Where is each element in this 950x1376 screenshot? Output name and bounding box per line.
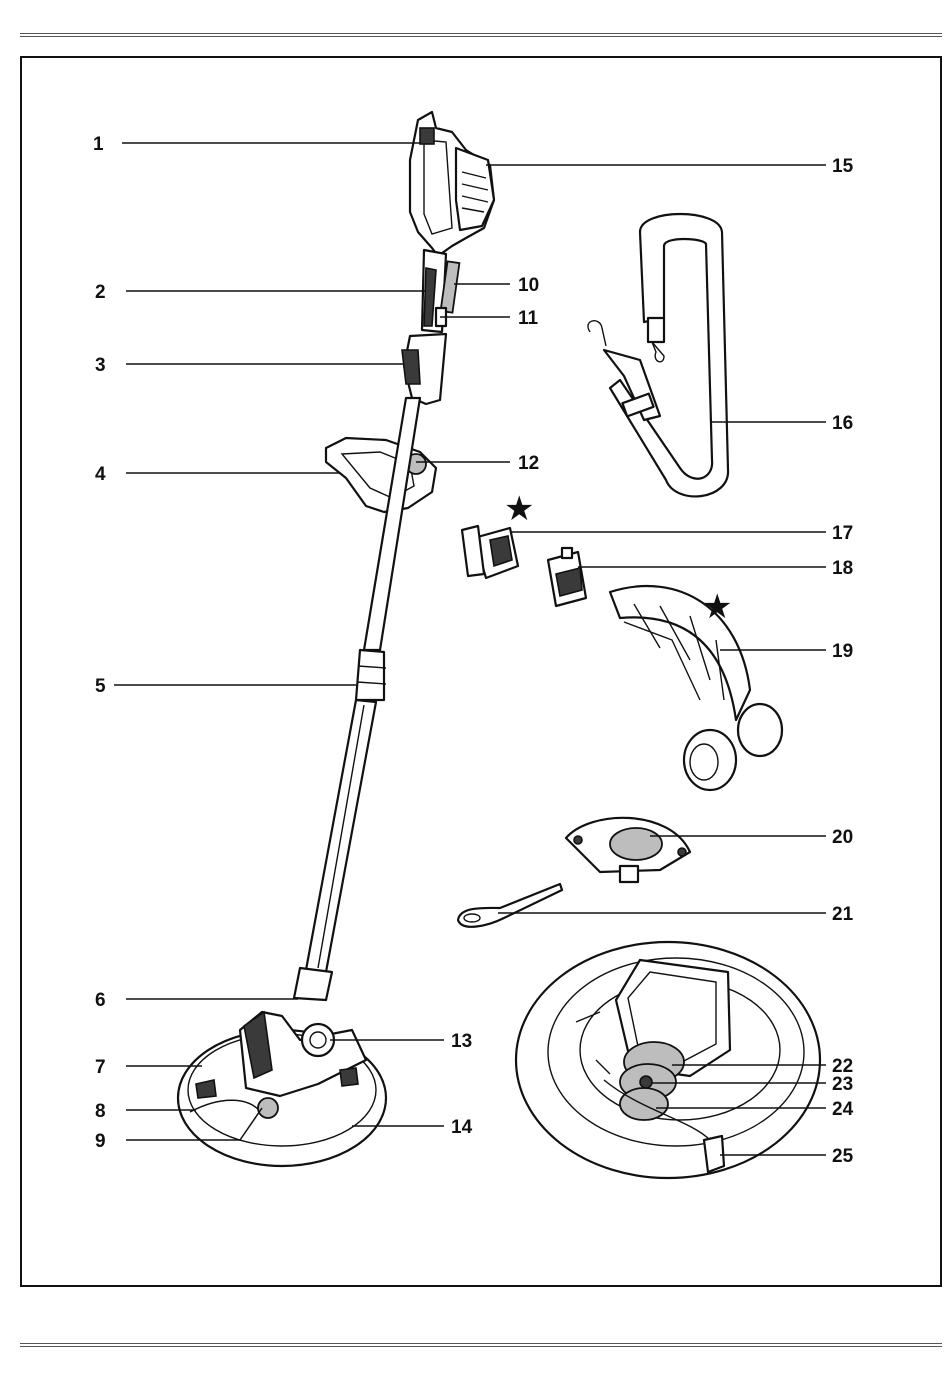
callout-1: 1 bbox=[93, 134, 104, 155]
star-marker-19: ★ bbox=[702, 587, 732, 627]
cover-plate bbox=[566, 818, 690, 882]
callout-23: 23 bbox=[832, 1074, 853, 1095]
callout-2: 2 bbox=[95, 282, 106, 303]
callout-20: 20 bbox=[832, 827, 853, 848]
callout-4: 4 bbox=[95, 464, 106, 485]
cover-tab bbox=[704, 1136, 724, 1172]
spool-cover bbox=[620, 1088, 668, 1120]
shoulder-strap bbox=[588, 214, 728, 496]
cover-plate-center bbox=[610, 828, 662, 860]
strap-hook-right bbox=[652, 342, 664, 362]
callout-6: 6 bbox=[95, 990, 106, 1011]
spacer-left bbox=[196, 1080, 216, 1098]
strap-buckle bbox=[648, 318, 664, 342]
retainer-center bbox=[640, 1076, 652, 1088]
star-marker-17: ★ bbox=[504, 489, 534, 529]
callout-15: 15 bbox=[832, 156, 854, 177]
callout-14: 14 bbox=[451, 1117, 473, 1138]
trimmer-assembly bbox=[178, 112, 494, 1166]
callout-10: 10 bbox=[518, 275, 539, 296]
callout-25: 25 bbox=[832, 1146, 854, 1167]
callout-24: 24 bbox=[832, 1099, 854, 1120]
callout-13: 13 bbox=[451, 1031, 472, 1052]
cover-plate-tab bbox=[620, 866, 638, 882]
callout-18: 18 bbox=[832, 558, 853, 579]
guard-bracket-accessory bbox=[548, 548, 586, 606]
head-joint bbox=[294, 968, 332, 1000]
callout-3: 3 bbox=[95, 355, 106, 376]
cover-plate-hole-right bbox=[678, 848, 686, 856]
spool-head-detail bbox=[516, 942, 820, 1178]
shaft-highlight bbox=[318, 705, 364, 968]
trigger-switch bbox=[420, 128, 434, 144]
clip-face bbox=[490, 536, 512, 566]
line-tool bbox=[458, 884, 562, 927]
pivot-knob bbox=[302, 1024, 334, 1056]
edging-wheel-accessory bbox=[610, 586, 782, 790]
callout-7: 7 bbox=[95, 1057, 106, 1078]
strap-loop bbox=[610, 214, 728, 496]
callout-12: 12 bbox=[518, 453, 539, 474]
callout-21: 21 bbox=[832, 904, 854, 925]
clip-tab bbox=[462, 526, 484, 576]
callout-8: 8 bbox=[95, 1101, 106, 1122]
wheel-front bbox=[684, 730, 736, 790]
spool-cap bbox=[258, 1098, 278, 1118]
strap-hook-left bbox=[588, 321, 606, 346]
wheel-rear bbox=[738, 704, 782, 756]
spacer-right bbox=[340, 1068, 358, 1086]
bracket-tab bbox=[562, 548, 572, 558]
length-collar bbox=[356, 650, 384, 700]
clamp-lever bbox=[402, 350, 420, 384]
callout-11: 11 bbox=[518, 308, 539, 329]
callout-16: 16 bbox=[832, 413, 853, 434]
callout-17: 17 bbox=[832, 523, 853, 544]
front-handle bbox=[326, 438, 436, 512]
callout-5: 5 bbox=[95, 676, 106, 697]
cover-plate-hole-left bbox=[574, 836, 582, 844]
callout-19: 19 bbox=[832, 641, 853, 662]
line-tool-body bbox=[458, 884, 562, 927]
line-clip-accessory bbox=[462, 526, 518, 578]
middle-shaft bbox=[364, 398, 420, 650]
callout-9: 9 bbox=[95, 1131, 106, 1152]
